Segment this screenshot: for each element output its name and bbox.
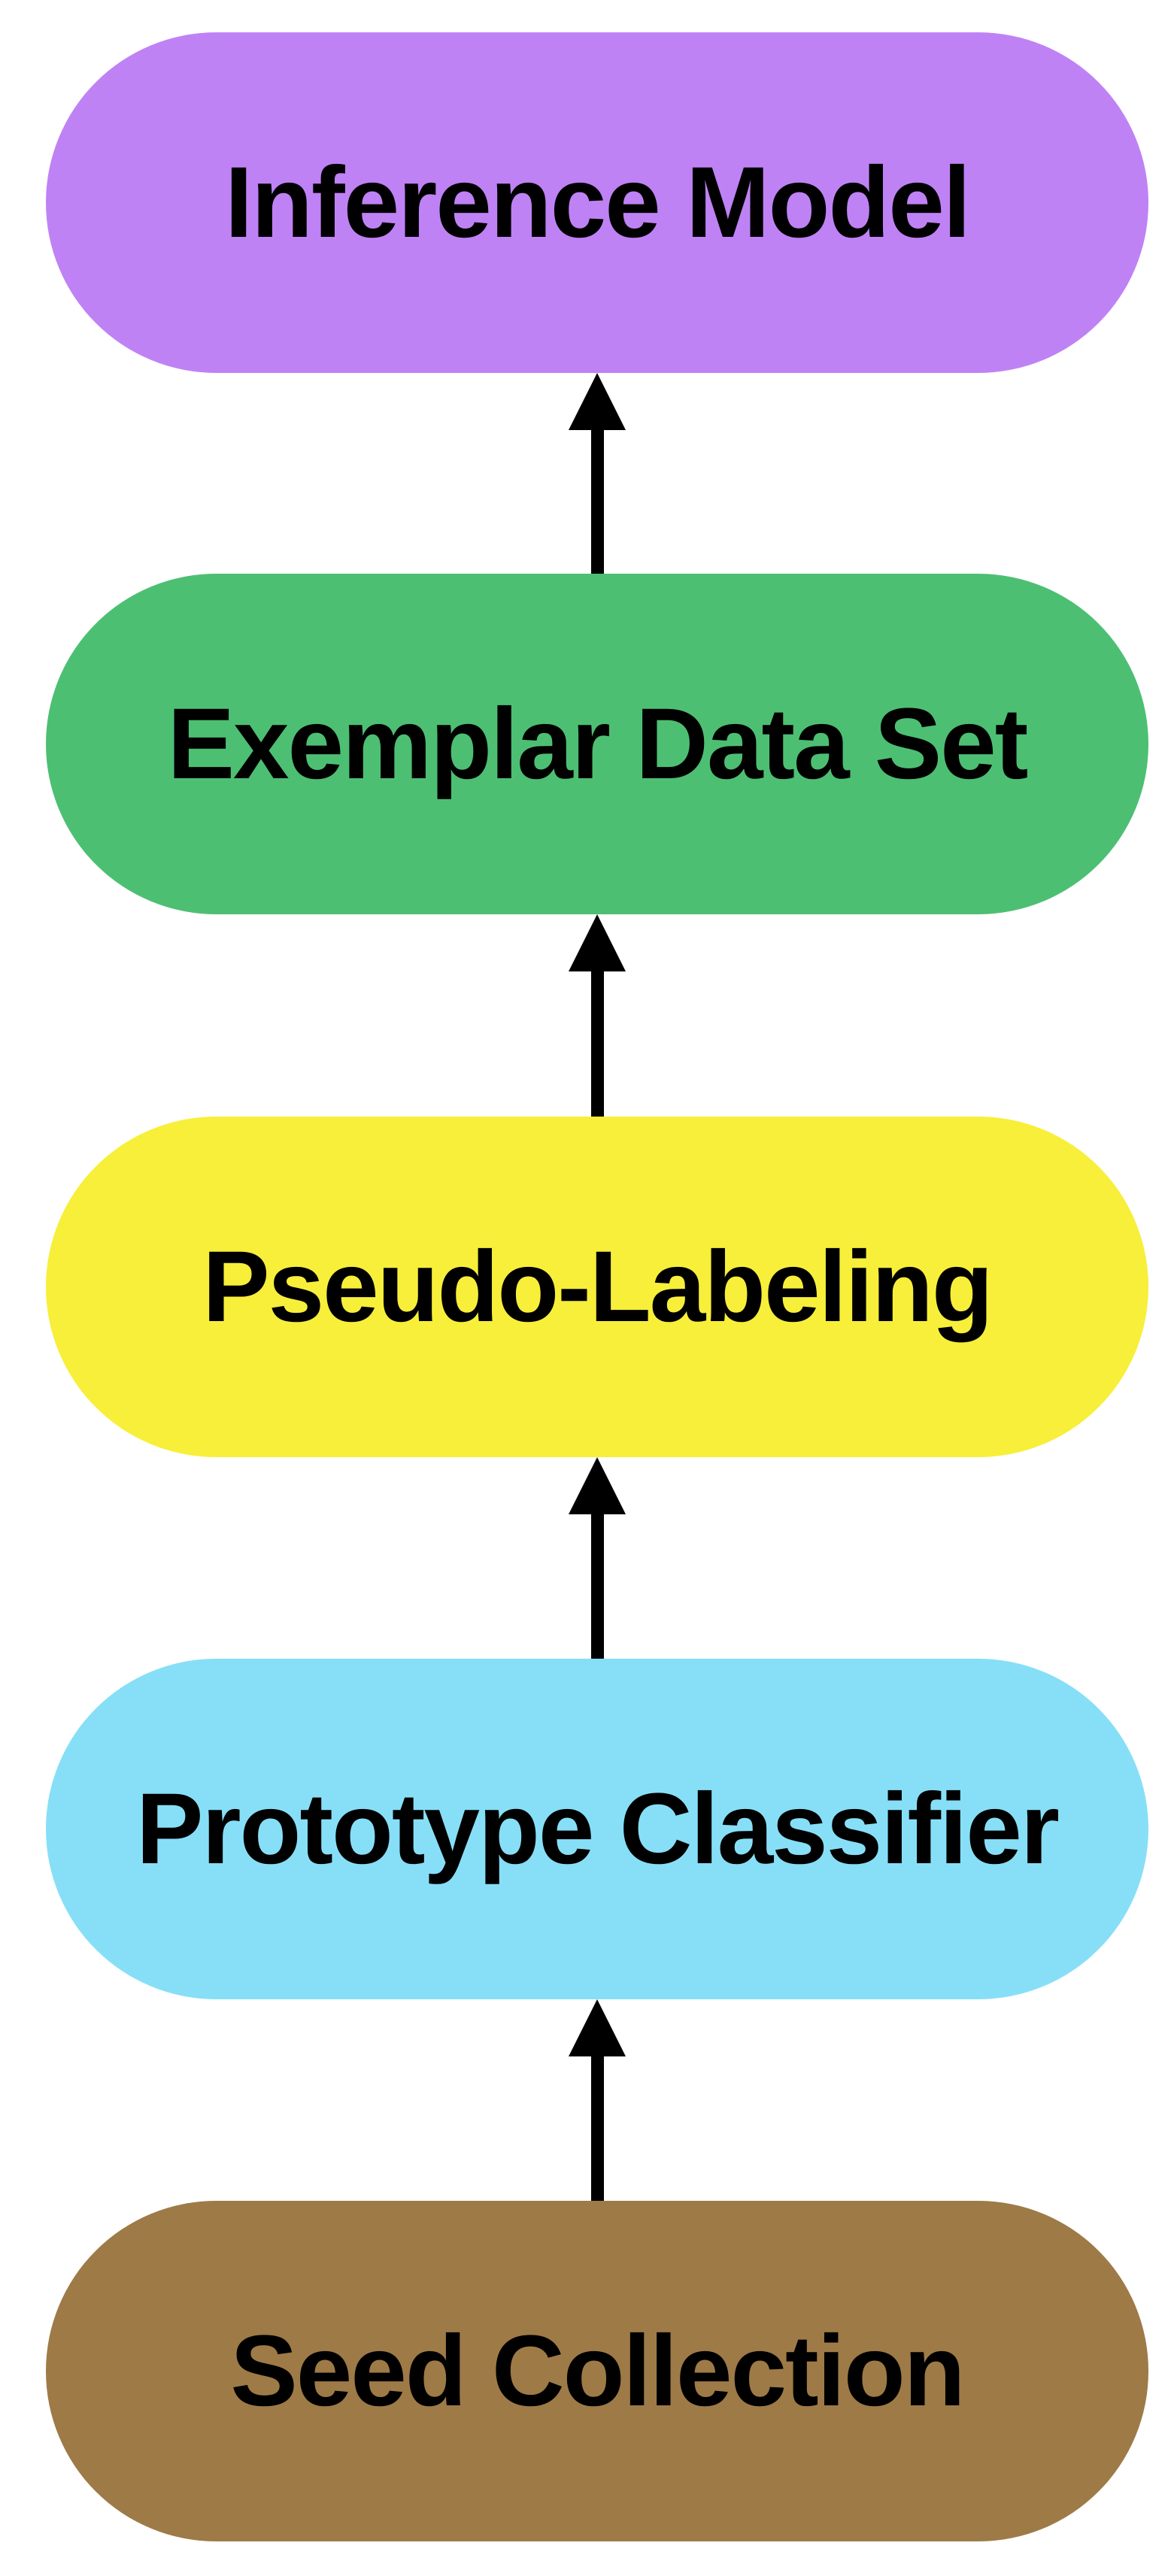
node-label: Inference Model <box>224 146 971 259</box>
arrowhead-icon <box>569 373 626 430</box>
arrowhead-icon <box>569 1457 626 1514</box>
node-inference-model: Inference Model <box>46 32 1148 373</box>
arrowhead-icon <box>569 1999 626 2056</box>
arrow-up-icon <box>569 914 626 1117</box>
arrow-up-icon <box>569 1999 626 2201</box>
node-label: Seed Collection <box>230 2314 965 2427</box>
arrow-up-icon <box>569 1457 626 1659</box>
arrow-up-icon <box>569 373 626 574</box>
node-pseudo-labeling: Pseudo-Labeling <box>46 1117 1148 1457</box>
arrowhead-icon <box>569 914 626 971</box>
node-label: Exemplar Data Set <box>167 687 1029 800</box>
arrow-shaft <box>590 2056 604 2201</box>
node-prototype-classifier: Prototype Classifier <box>46 1659 1148 1999</box>
arrow-shaft <box>590 430 604 574</box>
node-seed-collection: Seed Collection <box>46 2201 1148 2541</box>
arrow-shaft <box>590 1514 604 1659</box>
node-label: Pseudo-Labeling <box>202 1230 994 1343</box>
arrow-shaft <box>590 971 604 1117</box>
node-label: Prototype Classifier <box>136 1772 1060 1885</box>
node-exemplar-data-set: Exemplar Data Set <box>46 574 1148 914</box>
